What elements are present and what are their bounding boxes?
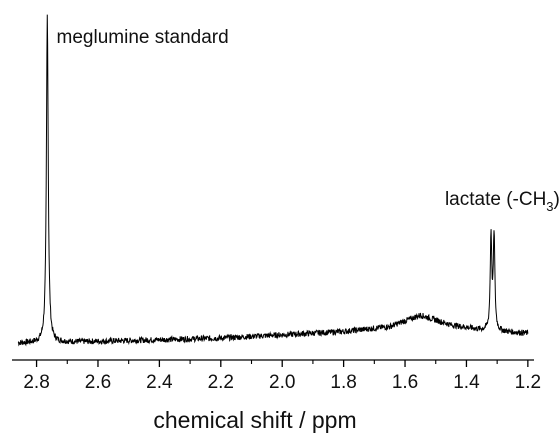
x-tick-label: 1.2 (515, 372, 541, 393)
spectrum-line (17, 14, 529, 347)
annotations: meglumine standard lactate (-CH3) (57, 27, 560, 214)
x-axis-title: chemical shift / ppm (153, 407, 356, 433)
x-tick-label: 2.4 (146, 372, 173, 393)
plot-area (17, 14, 529, 347)
annotation-lactate: lactate (-CH3) (445, 189, 560, 214)
x-tick-label: 1.6 (392, 372, 418, 393)
x-tick-label: 1.8 (330, 372, 356, 393)
x-tick-label: 2.8 (23, 372, 49, 393)
x-axis: 2.8 2.6 2.4 2.2 2.0 1.8 1.6 1.4 1.2 (12, 359, 541, 393)
x-tick-label: 2.2 (208, 372, 234, 393)
x-tick-label: 2.6 (85, 372, 111, 393)
annotation-meglumine: meglumine standard (57, 27, 229, 48)
x-tick-label: 1.4 (453, 372, 480, 393)
x-tick-label: 2.0 (269, 372, 295, 393)
